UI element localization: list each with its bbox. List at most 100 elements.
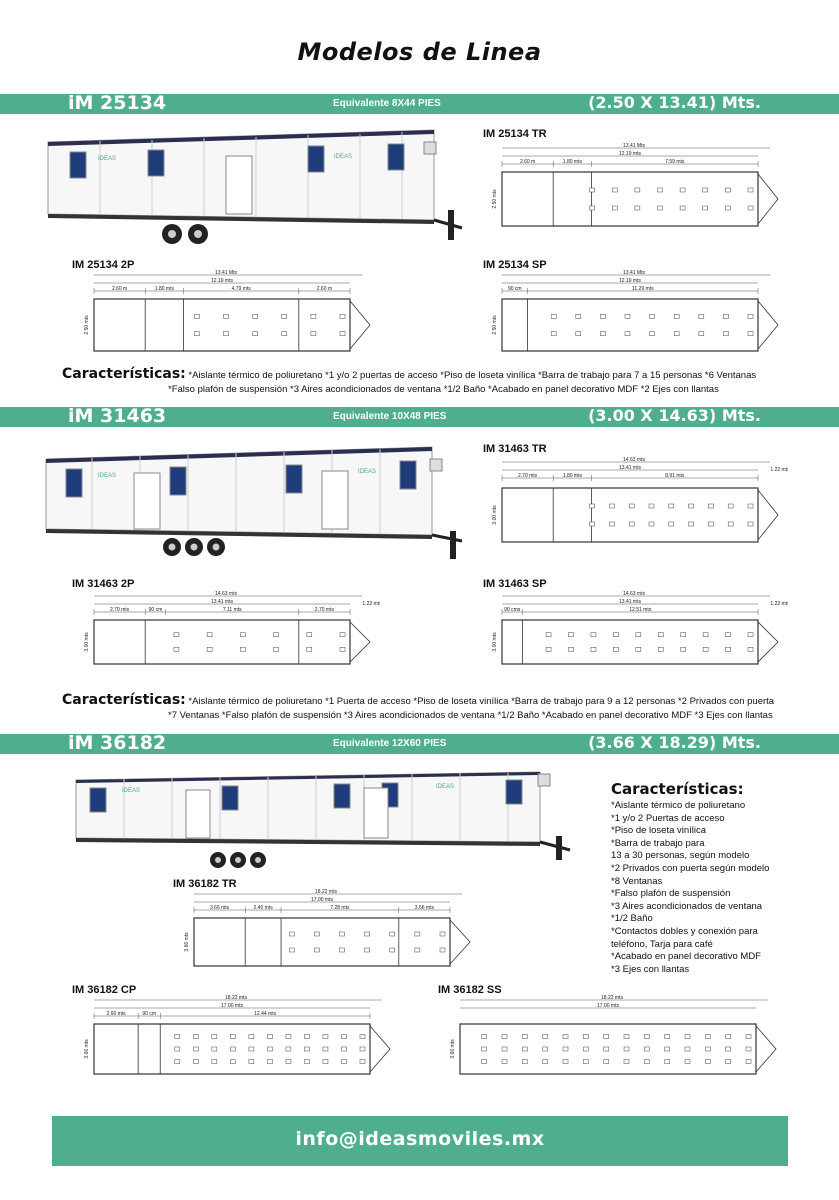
plan-label: IM 25134 2P xyxy=(72,259,135,271)
dimension-side: 2.50 mts xyxy=(492,189,498,209)
feature-item: *Aislante térmico de poliuretano xyxy=(611,800,746,811)
desk xyxy=(339,331,346,336)
desk xyxy=(252,314,258,319)
desk xyxy=(648,503,655,509)
dimension-segment: 3.66 mts xyxy=(210,905,230,911)
desk xyxy=(173,632,180,637)
desk xyxy=(522,1059,528,1064)
contact-email[interactable]: info@ideasmoviles.mx xyxy=(295,1128,545,1150)
desk xyxy=(747,331,754,336)
desk xyxy=(747,647,754,652)
desk xyxy=(542,1034,548,1039)
desk xyxy=(481,1046,487,1052)
dimension-inner: 12.19 mts xyxy=(619,151,641,157)
trailer-photo-25134: IDEAS IDEAS xyxy=(47,129,463,244)
desk xyxy=(745,1046,752,1052)
features-line: *7 Ventanas *Falso plafón de suspensión … xyxy=(168,710,773,721)
dimension-segment: 2.70 mts xyxy=(518,473,538,479)
desk xyxy=(725,647,731,652)
desk xyxy=(611,187,618,193)
desk xyxy=(698,314,705,319)
dimension-segment: 2.70 mts xyxy=(315,607,335,613)
dimension-segment: 2.70 mts xyxy=(110,607,130,613)
desk xyxy=(600,331,606,336)
desk xyxy=(628,521,635,527)
desk xyxy=(414,931,421,937)
desk xyxy=(708,521,714,527)
desk xyxy=(339,931,345,937)
desk xyxy=(314,947,320,953)
dimension-segment: 1.80 mts xyxy=(563,159,583,165)
feature-item: *3 Aires acondicionados de ventana xyxy=(611,900,763,912)
dimension-total: 18.22 mts xyxy=(225,995,247,1001)
model-header-bar: iM 36182 Equivalente 12X60 PIES (3.66 X … xyxy=(0,732,839,754)
desk xyxy=(304,1059,310,1064)
desk xyxy=(705,1034,711,1039)
desk xyxy=(658,647,664,652)
desk xyxy=(550,314,557,319)
plan-label: IM 36182 TR xyxy=(173,878,237,890)
desk xyxy=(623,1059,630,1064)
dimension-inner: 17.00 mts xyxy=(311,897,333,903)
dimension-side: 3.00 mts xyxy=(492,505,498,525)
desk xyxy=(657,205,663,211)
desk xyxy=(211,1046,218,1052)
svg-text:IDEAS: IDEAS xyxy=(436,784,454,790)
features-list: Características: *Aislante térmico de po… xyxy=(611,779,826,976)
dimension-segment: 12.51 mts xyxy=(629,607,651,613)
desk xyxy=(389,947,396,953)
desk xyxy=(193,1034,199,1039)
desk xyxy=(747,521,754,527)
desk xyxy=(240,632,246,637)
dimension-segment: 90 cms xyxy=(504,607,521,613)
dimension-side: 2.50 mts xyxy=(492,315,498,335)
desk xyxy=(211,1059,218,1064)
model-name: iM 31463 xyxy=(68,405,167,427)
plan-outline xyxy=(501,298,759,352)
svg-text:IDEAS: IDEAS xyxy=(334,154,352,160)
desk xyxy=(589,205,595,211)
dimension-segment: 2.60 m xyxy=(520,159,535,165)
desk xyxy=(702,205,708,211)
dimension-segment: 11.29 mts xyxy=(632,286,654,292)
desk xyxy=(501,1046,508,1052)
dimension-total: 18.22 mts xyxy=(601,995,623,1001)
desk xyxy=(644,1034,650,1039)
desk xyxy=(439,947,446,953)
desk xyxy=(206,632,213,637)
desk xyxy=(603,1059,609,1064)
desk xyxy=(550,331,557,336)
desk xyxy=(723,331,729,336)
desk xyxy=(501,1059,508,1064)
desk xyxy=(635,647,642,652)
desk xyxy=(673,331,680,336)
desk xyxy=(281,331,288,336)
desk xyxy=(664,1046,670,1052)
dimension-inner: 12.19 mts xyxy=(619,278,641,284)
model-dimensions: (3.00 X 14.63) Mts. xyxy=(588,406,761,425)
desk xyxy=(705,1059,711,1064)
desk xyxy=(684,1046,691,1052)
dimension-inner: 13.41 mts xyxy=(619,465,641,471)
trailer-photo-31463: IDEAS IDEAS xyxy=(45,446,463,559)
feature-item: *3 Ejes con llantas xyxy=(611,963,690,975)
desk xyxy=(583,1046,589,1052)
model-dimensions: (2.50 X 13.41) Mts. xyxy=(588,93,761,112)
svg-text:IDEAS: IDEAS xyxy=(98,473,116,479)
desk xyxy=(649,314,655,319)
desk xyxy=(542,1059,548,1064)
desk xyxy=(194,314,200,319)
desk xyxy=(174,1046,181,1052)
dimension-tongue: 1.22 mts xyxy=(362,601,380,607)
desk xyxy=(723,314,729,319)
plan-outline xyxy=(501,171,759,227)
desk xyxy=(289,947,295,953)
desk xyxy=(230,1046,236,1052)
desk xyxy=(747,632,754,637)
plan-label: IM 36182 SS xyxy=(438,984,502,996)
desk xyxy=(705,1046,711,1052)
